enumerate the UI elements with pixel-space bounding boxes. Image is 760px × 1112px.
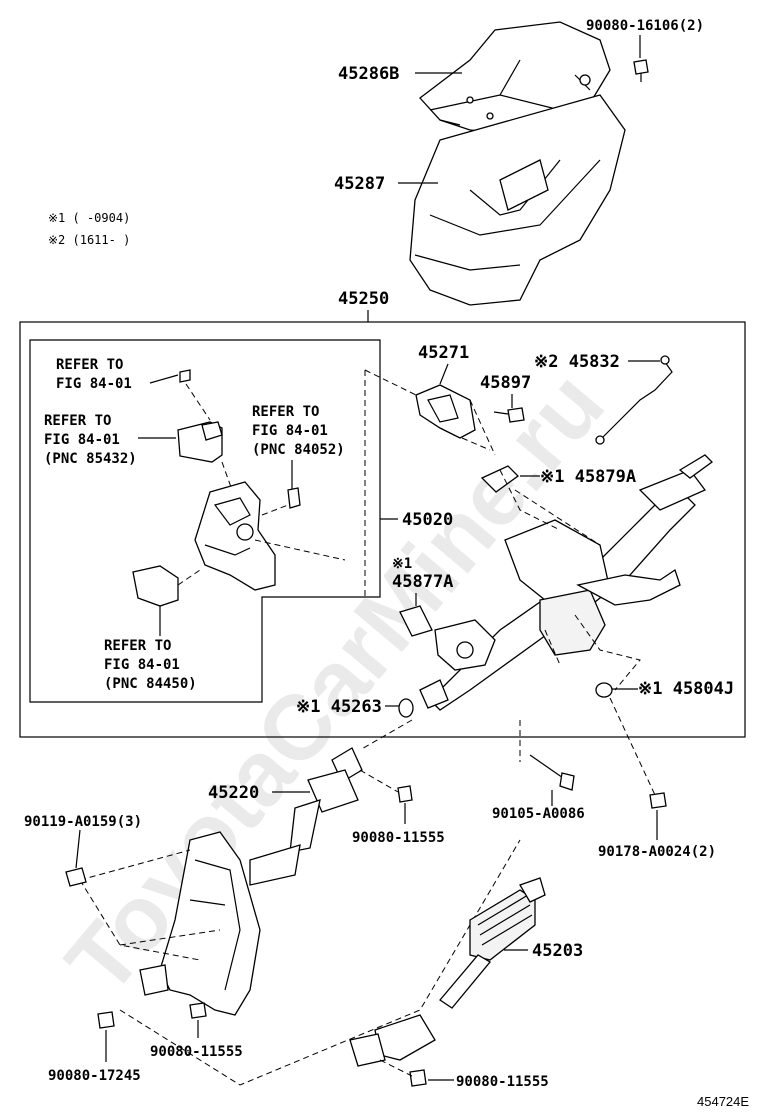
ref-3-line-1: REFER TO (252, 404, 319, 420)
label-45287: 45287 (334, 174, 385, 194)
label-90119-A0159: 90119-A0159(3) (24, 814, 142, 830)
nut-45804J (595, 682, 613, 698)
ref-2-line-3: (PNC 85432) (44, 451, 137, 467)
label-90178-A0024: 90178-A0024(2) (598, 844, 716, 860)
sliding-shaft-45203 (349, 877, 546, 1067)
label-90080-16106: 90080-16106(2) (586, 18, 704, 34)
label-90105-A0086: 90105-A0086 (492, 806, 585, 822)
ref-4-line-1: REFER TO (104, 638, 171, 654)
illustration-code: 454724E (697, 1094, 749, 1109)
nut-90080-17245 (97, 1011, 115, 1029)
note-1: ※1 ( -0904) (48, 211, 130, 225)
ref-1-line-1: REFER TO (56, 357, 123, 373)
label-90080-11555-a: 90080-11555 (352, 830, 445, 846)
ref-3-line-2: FIG 84-01 (252, 423, 328, 439)
label-45203: 45203 (532, 941, 583, 961)
label-45020: 45020 (402, 510, 453, 530)
label-45877A: 45877A (392, 572, 453, 592)
assembly-45020-box (29, 339, 381, 703)
ref-3-line-3: (PNC 84052) (252, 442, 345, 458)
ref-4-line-2: FIG 84-01 (104, 657, 180, 673)
intermediate-shaft-45220 (249, 747, 363, 886)
label-45263: ※1 45263 (296, 697, 382, 717)
label-45250: 45250 (338, 289, 389, 309)
lower-column-cover-45287 (409, 94, 626, 306)
bolt-90105-A0086 (529, 754, 575, 791)
bracket-45271 (364, 369, 496, 600)
bolt-90119-A0159 (65, 867, 87, 887)
label-45879A: ※1 45879A (540, 467, 636, 487)
ignition-lock-parts (132, 369, 346, 607)
note-2: ※2 (1611- ) (48, 233, 130, 247)
label-45286B: 45286B (338, 64, 399, 84)
spacer-45879A (480, 465, 519, 493)
label-45897: 45897 (480, 373, 531, 393)
ref-2-line-2: FIG 84-01 (44, 432, 120, 448)
bushing-45877A (399, 605, 433, 637)
screw-90080-16106 (633, 59, 649, 82)
label-45804J: ※1 45804J (638, 679, 734, 699)
pin-45897 (493, 407, 525, 423)
column-plate (139, 831, 261, 1016)
label-45832: ※2 45832 (534, 352, 620, 372)
label-90080-11555-b: 90080-11555 (150, 1044, 243, 1060)
ref-1-line-2: FIG 84-01 (56, 376, 132, 392)
ref-4-line-3: (PNC 84450) (104, 676, 197, 692)
ref-2-line-1: REFER TO (44, 413, 111, 429)
steering-column-shaft (419, 454, 713, 711)
nut-90178-A0024 (649, 792, 667, 809)
label-90080-17245: 90080-17245 (48, 1068, 141, 1084)
label-45220: 45220 (208, 783, 259, 803)
cable-45832 (595, 355, 673, 445)
screw-90080-11555-b (189, 1002, 207, 1019)
label-45877A-mark: ※1 (392, 556, 412, 572)
label-90080-11555-c: 90080-11555 (456, 1074, 549, 1090)
ring-45263 (398, 698, 414, 718)
screw-90080-11555-a (397, 785, 413, 803)
label-45271: 45271 (418, 343, 469, 363)
screw-90080-11555-c (409, 1069, 427, 1087)
